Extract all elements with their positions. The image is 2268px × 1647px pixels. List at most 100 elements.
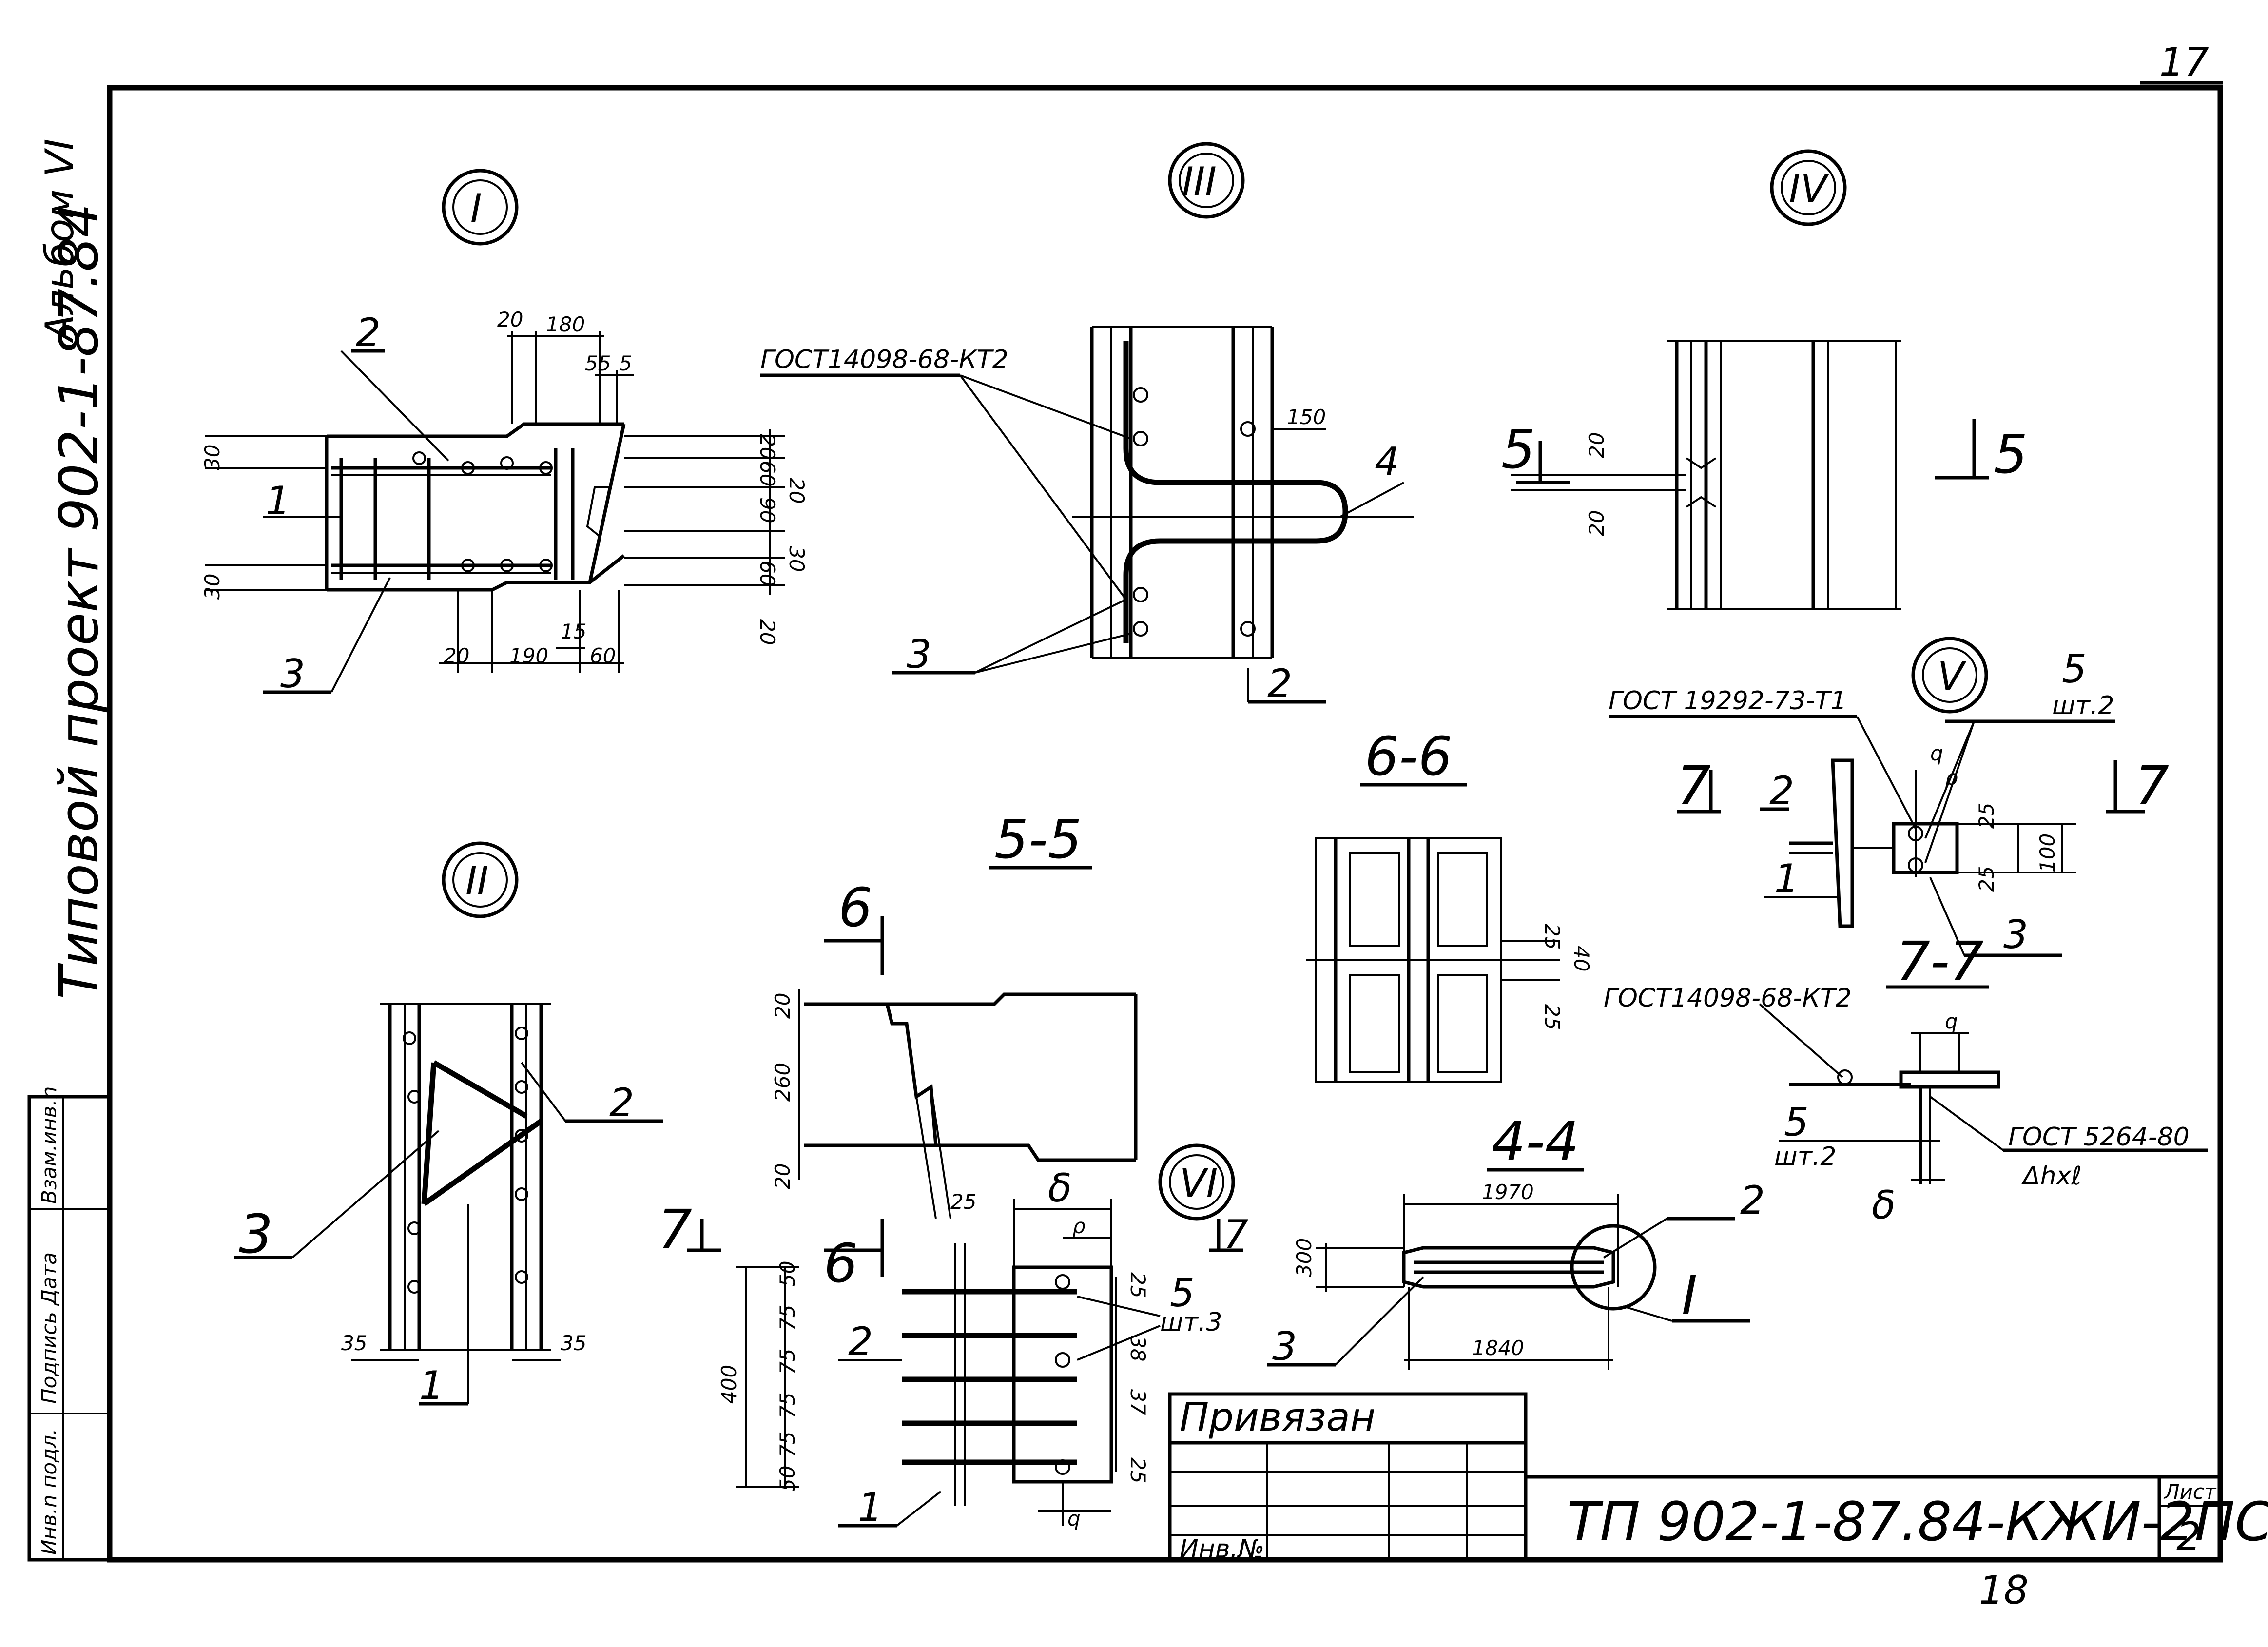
svg-text:30: 30 — [785, 546, 809, 572]
svg-text:шт.3: шт.3 — [1160, 1308, 1222, 1337]
svg-text:20: 20 — [1585, 510, 1609, 536]
svg-text:25: 25 — [1975, 866, 1998, 892]
svg-text:3: 3 — [1272, 1324, 1297, 1369]
callout-V: V — [1911, 637, 1988, 714]
svg-text:75: 75 — [775, 1305, 799, 1331]
svg-text:7: 7 — [658, 1198, 692, 1260]
svg-text:150: 150 — [1287, 405, 1326, 429]
svg-text:2: 2 — [609, 1080, 634, 1125]
svg-text:VI: VI — [1180, 1161, 1218, 1206]
svg-text:20: 20 — [756, 619, 779, 645]
callout-II: II — [442, 841, 519, 918]
svg-text:I: I — [1682, 1264, 1697, 1326]
detail-III: ГОСТ14098-68-КТ2 3 2 4 150 — [760, 326, 1414, 706]
project-label: Типовой проект 902-1-87.84 — [48, 203, 110, 999]
svg-text:20: 20 — [771, 1163, 795, 1189]
svg-text:190: 190 — [509, 644, 548, 668]
svg-text:300: 300 — [1292, 1238, 1316, 1277]
album-label: Альбом VI — [37, 139, 82, 344]
svg-text:5-5: 5-5 — [994, 808, 1082, 871]
svg-text:II: II — [465, 858, 488, 904]
svg-text:5: 5 — [1784, 1100, 1809, 1145]
svg-text:5: 5 — [1501, 418, 1535, 481]
page-number: 17 — [2159, 39, 2209, 85]
stamp-signature-date: Подпись Дата — [37, 1252, 61, 1404]
svg-text:20: 20 — [497, 308, 523, 331]
sheet-frame — [107, 85, 2223, 1563]
svg-text:90: 90 — [756, 497, 779, 523]
svg-text:15: 15 — [561, 620, 586, 643]
svg-text:3: 3 — [907, 632, 931, 677]
svg-text:1: 1 — [858, 1485, 883, 1530]
callout-VI: VI — [1158, 1143, 1235, 1221]
svg-text:38: 38 — [1126, 1336, 1150, 1361]
sheet-number: 2 — [2176, 1514, 2201, 1559]
svg-text:I: I — [470, 186, 482, 231]
sheet-label: Лист — [2163, 1480, 2217, 1504]
svg-text:δ: δ — [1048, 1165, 1072, 1211]
privyazan-label: Привязан — [1180, 1395, 1376, 1440]
svg-text:75: 75 — [775, 1393, 799, 1418]
svg-text:5: 5 — [1170, 1270, 1195, 1316]
section-4-4: 4-4 1970 1840 300 2 I 3 — [1267, 1110, 1765, 1370]
svg-text:1: 1 — [419, 1363, 444, 1408]
svg-text:20: 20 — [756, 434, 779, 460]
svg-text:ГОСТ14098-68-КТ2: ГОСТ14098-68-КТ2 — [1604, 984, 1852, 1013]
svg-text:55: 55 — [585, 351, 611, 375]
detail-VI: 7 7 6 400 50 75 75 75 75 50 2 δ — [658, 1165, 1248, 1531]
svg-text:60: 60 — [756, 461, 779, 486]
svg-text:37: 37 — [1126, 1389, 1150, 1415]
svg-text:75: 75 — [775, 1349, 799, 1375]
svg-text:30: 30 — [200, 445, 224, 470]
svg-text:20: 20 — [771, 993, 795, 1019]
svg-text:ГОСТ 19292-73-Т1: ГОСТ 19292-73-Т1 — [1609, 686, 1846, 716]
svg-text:60: 60 — [590, 644, 616, 668]
callout-IV: IV — [1770, 149, 1847, 226]
svg-text:2: 2 — [848, 1319, 873, 1364]
svg-text:4-4: 4-4 — [1492, 1110, 1579, 1173]
svg-text:2: 2 — [1267, 661, 1292, 706]
svg-text:7-7: 7-7 — [1896, 930, 1984, 992]
svg-text:III: III — [1182, 159, 1217, 204]
inv-no-label: Инв.№ — [1180, 1534, 1264, 1564]
svg-text:25: 25 — [1540, 1004, 1564, 1030]
svg-text:260: 260 — [771, 1063, 795, 1102]
section-5-5: 5-5 6 20 260 20 25 — [771, 808, 1138, 1219]
section-6-6: 6-6 25 40 25 — [1306, 725, 1593, 1083]
svg-text:5: 5 — [619, 351, 632, 375]
svg-text:50: 50 — [775, 1261, 799, 1287]
svg-text:40: 40 — [1570, 946, 1593, 971]
page-number-bottom: 18 — [1979, 1568, 2029, 1613]
svg-text:25: 25 — [950, 1190, 976, 1214]
doc-code: ТП 902-1-87.84-КЖИ-2ПС78-4Ш-1сб — [1567, 1491, 2268, 1553]
svg-text:20: 20 — [444, 644, 469, 668]
title-block: Привязан Инв.№ ТП 902-1-87.84-КЖИ-2ПС78-… — [1168, 1392, 2268, 1564]
svg-text:60: 60 — [756, 561, 779, 586]
svg-text:35: 35 — [341, 1331, 367, 1355]
svg-text:7: 7 — [1677, 755, 1711, 817]
left-stamp: Инв.n подл. Подпись Дата Взам.инв.n — [27, 1086, 112, 1562]
svg-text:3: 3 — [280, 651, 305, 697]
svg-text:100: 100 — [2035, 833, 2059, 872]
svg-text:75: 75 — [775, 1432, 799, 1457]
svg-text:25: 25 — [1126, 1272, 1150, 1298]
callout-III: III — [1168, 142, 1245, 219]
svg-text:25: 25 — [1975, 803, 1998, 829]
svg-text:ГОСТ 5264-80: ГОСТ 5264-80 — [2008, 1123, 2190, 1152]
svg-text:5: 5 — [2062, 646, 2087, 692]
svg-text:20: 20 — [785, 478, 809, 504]
svg-text:1: 1 — [1774, 856, 1799, 901]
svg-text:3: 3 — [239, 1203, 273, 1265]
svg-text:6-6: 6-6 — [1365, 725, 1453, 788]
svg-text:30: 30 — [200, 574, 224, 600]
svg-text:2: 2 — [1740, 1178, 1765, 1223]
svg-text:180: 180 — [546, 312, 585, 336]
svg-text:δ: δ — [1872, 1182, 1896, 1228]
svg-text:V: V — [1938, 654, 1967, 699]
svg-text:2: 2 — [1769, 768, 1794, 814]
svg-text:1: 1 — [266, 478, 291, 523]
svg-text:2: 2 — [356, 310, 381, 355]
svg-text:1970: 1970 — [1482, 1180, 1534, 1204]
svg-text:400: 400 — [717, 1365, 741, 1404]
